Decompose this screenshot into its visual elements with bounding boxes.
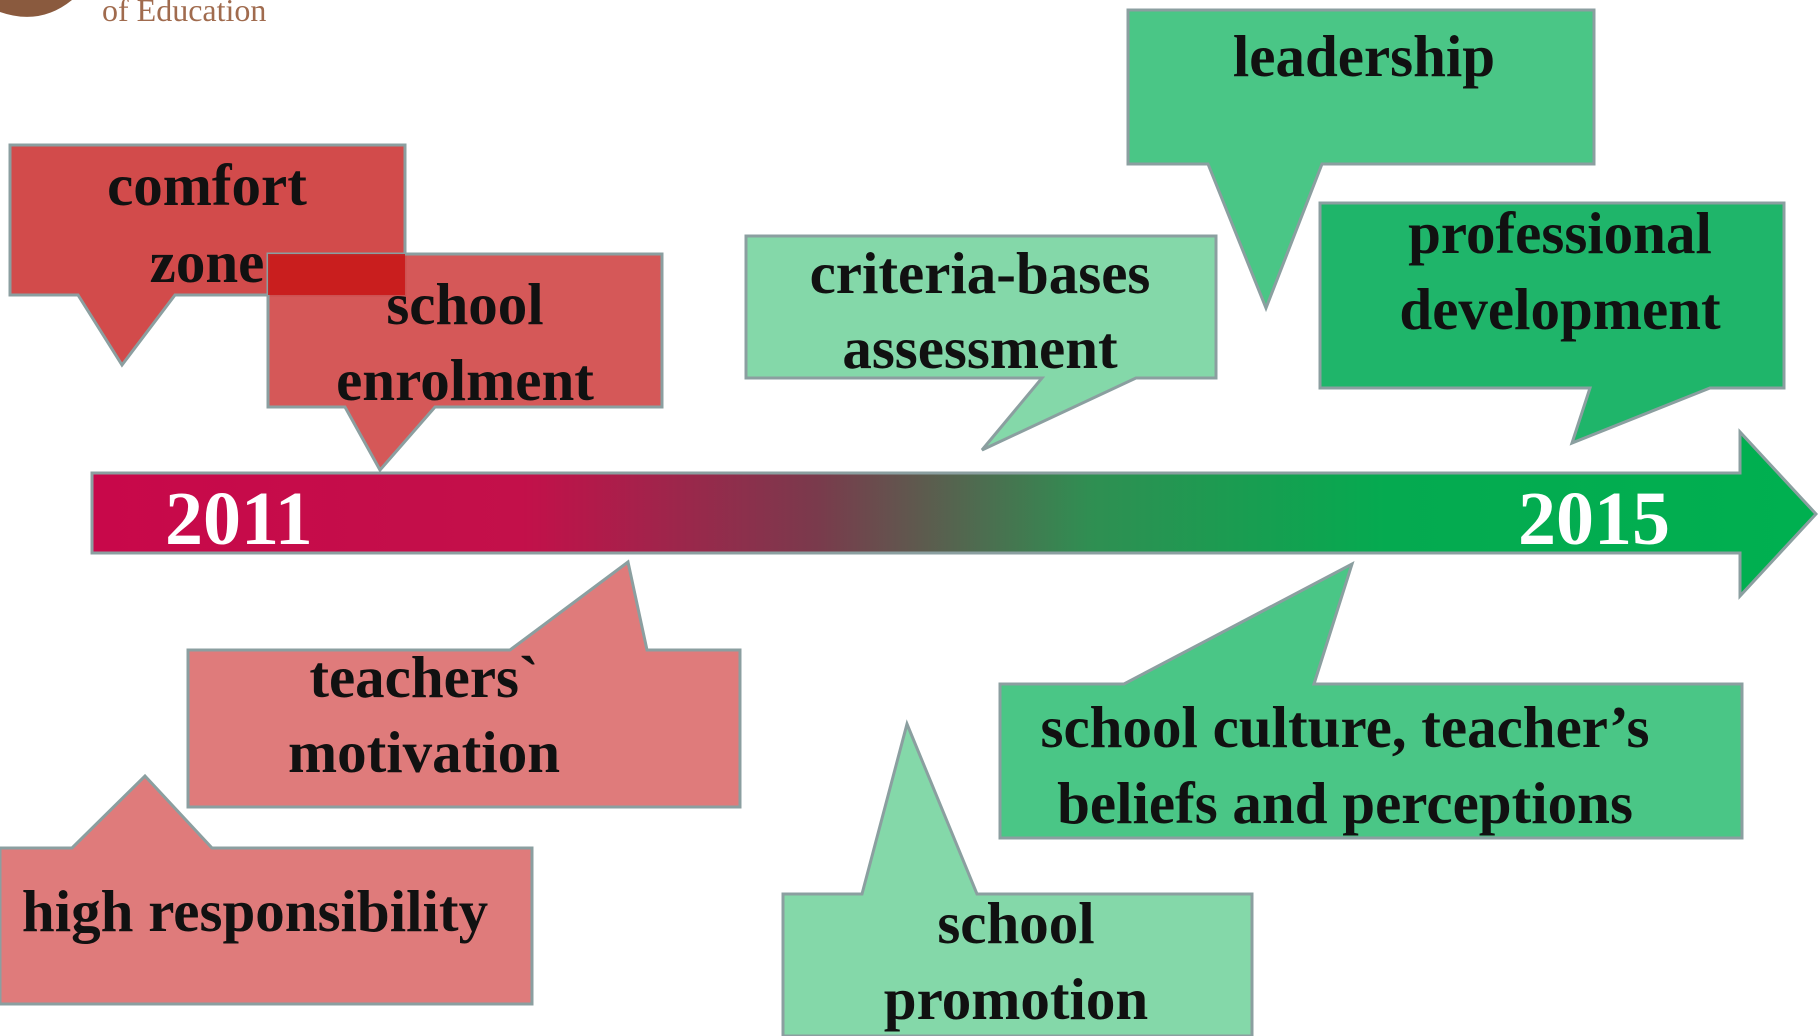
callout-criteria-bases-assessment: criteria-bases assessment bbox=[744, 234, 1218, 452]
callout-teachers-motivation: teachers` motivation bbox=[186, 559, 742, 809]
callout-professional-development: professional development bbox=[1318, 200, 1786, 446]
timeline-arrow bbox=[90, 428, 1818, 600]
callout-line: motivation bbox=[288, 719, 560, 785]
callout-line: assessment bbox=[842, 315, 1118, 381]
start-year-label: 2011 bbox=[165, 477, 313, 561]
callout-line: leadership bbox=[1233, 23, 1495, 89]
callout-school-culture: school culture, teacher’s beliefs and pe… bbox=[998, 560, 1744, 840]
callout-school-promotion: school promotion bbox=[781, 719, 1254, 1036]
callout-line: teachers` bbox=[309, 644, 538, 710]
logo: of Education bbox=[0, 0, 266, 28]
end-year-label: 2015 bbox=[1518, 477, 1670, 561]
logo-text: of Education bbox=[102, 0, 266, 28]
overlap-highlight bbox=[268, 254, 405, 295]
callout-high-responsibility: high responsibility bbox=[0, 773, 534, 1006]
callout-line: school bbox=[937, 890, 1094, 956]
callout-comfort-zone: comfort zone bbox=[8, 143, 407, 368]
callout-line: high responsibility bbox=[22, 878, 488, 944]
callout-line: zone bbox=[150, 229, 265, 295]
callout-school-enrolment: school enrolment bbox=[266, 252, 664, 473]
callout-line: criteria-bases bbox=[810, 240, 1151, 306]
callout-line: promotion bbox=[884, 966, 1148, 1032]
callout-line: school bbox=[386, 271, 543, 337]
callout-line: development bbox=[1399, 276, 1721, 342]
callout-line: professional bbox=[1408, 200, 1712, 266]
callout-line: enrolment bbox=[336, 347, 594, 413]
logo-emblem-icon bbox=[0, 0, 72, 17]
callout-line: school culture, teacher’s bbox=[1041, 694, 1650, 760]
callout-line: beliefs and perceptions bbox=[1057, 770, 1633, 836]
callout-leadership: leadership bbox=[1126, 8, 1596, 313]
callout-line: comfort bbox=[107, 152, 307, 218]
